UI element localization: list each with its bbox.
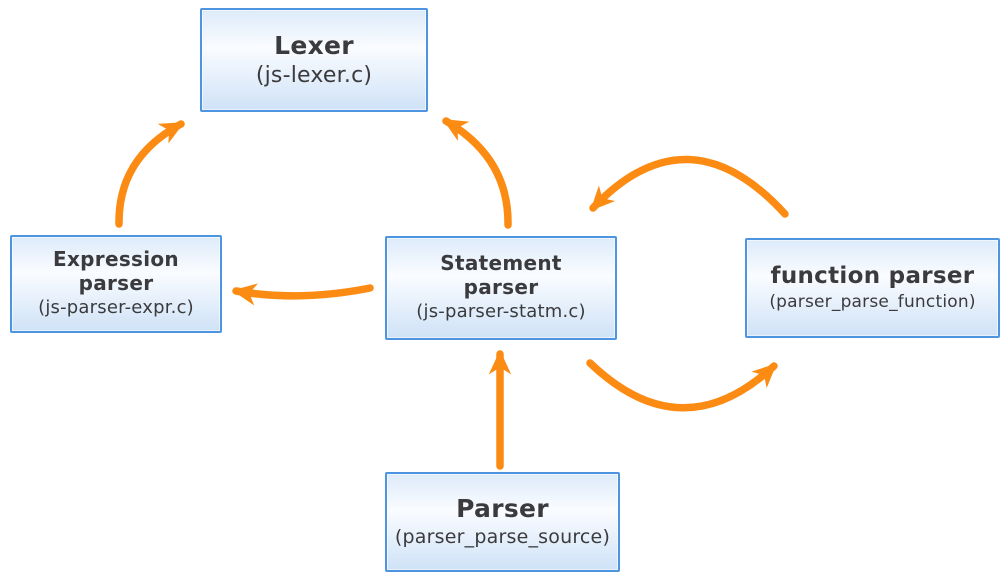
arrow-statement-parser-to-expression-parser <box>232 283 374 306</box>
node-function-parser: function parser (parser_parse_function) <box>745 238 1000 338</box>
arrow-expression-parser-to-lexer <box>115 120 185 228</box>
node-function-parser-subtitle: (parser_parse_function) <box>769 291 976 312</box>
node-statement-parser: Statement parser (js-parser-statm.c) <box>385 236 617 340</box>
arrow-statement-parser-to-function-parser <box>586 359 778 412</box>
node-expression-parser-title: Expression parser <box>53 247 179 295</box>
node-lexer: Lexer (js-lexer.c) <box>200 8 428 112</box>
node-expression-parser: Expression parser (js-parser-expr.c) <box>10 235 222 333</box>
node-parser-title: Parser <box>456 494 549 524</box>
node-parser: Parser (parser_parse_source) <box>385 472 620 572</box>
arrow-function-parser-to-statement-parser <box>589 155 789 218</box>
arrow-statement-parser-to-lexer <box>442 117 512 229</box>
node-lexer-title: Lexer <box>274 30 354 60</box>
node-statement-parser-title: Statement parser <box>440 251 562 299</box>
node-statement-parser-subtitle: (js-parser-statm.c) <box>416 301 586 323</box>
node-function-parser-title: function parser <box>770 262 975 289</box>
node-expression-parser-subtitle: (js-parser-expr.c) <box>38 297 194 319</box>
node-lexer-subtitle: (js-lexer.c) <box>255 63 373 88</box>
node-parser-subtitle: (parser_parse_source) <box>394 525 611 548</box>
